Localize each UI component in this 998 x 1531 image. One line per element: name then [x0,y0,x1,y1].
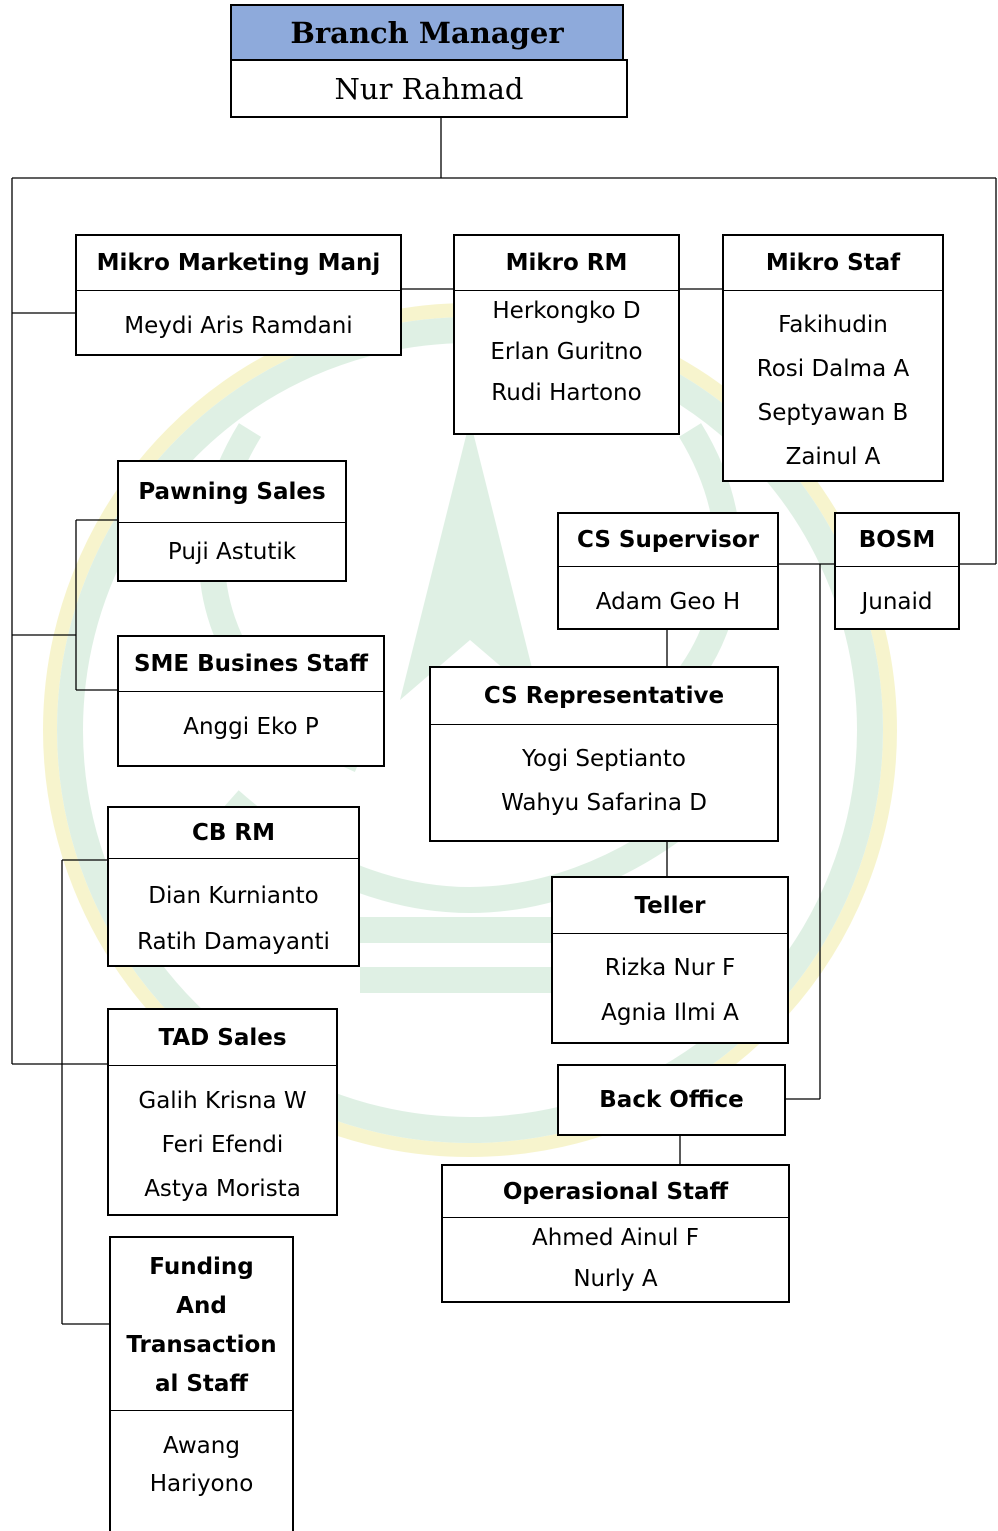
title-line: And [176,1293,227,1319]
mikro-marketing-title: Mikro Marketing Manj [77,236,400,291]
cs-representative-title: CS Representative [431,668,777,725]
member-name: Herkongko D [492,298,641,324]
mikro-staf-members: Fakihudin Rosi Dalma A Septyawan B Zainu… [724,291,942,480]
cs-supervisor-members: Adam Geo H [559,567,777,628]
sme-staff-members: Anggi Eko P [119,692,383,765]
back-office-title: Back Office [599,1087,744,1113]
cs-supervisor-box: CS Supervisor Adam Geo H [557,512,779,630]
member-name: Meydi Aris Ramdani [124,313,353,339]
bosm-box: BOSM Junaid [834,512,960,630]
operasional-staff-members: Ahmed Ainul F Nurly A [443,1218,788,1301]
funding-staff-box: Funding And Transaction al Staff Awang H… [109,1236,294,1531]
cs-representative-box: CS Representative Yogi Septianto Wahyu S… [429,666,779,842]
member-name: Erlan Guritno [490,339,643,365]
member-name: Ratih Damayanti [137,929,330,955]
member-name: Fakihudin [778,312,888,338]
branch-manager-name: Nur Rahmad [230,59,628,118]
member-name: Wahyu Safarina D [501,790,707,816]
title-line: Funding [149,1254,254,1280]
cs-representative-members: Yogi Septianto Wahyu Safarina D [431,725,777,840]
member-name: Yogi Septianto [522,746,686,772]
member-name: Puji Astutik [167,539,297,565]
tad-sales-members: Galih Krisna W Feri Efendi Astya Morista [109,1066,336,1214]
teller-title: Teller [553,878,787,934]
tad-sales-box: TAD Sales Galih Krisna W Feri Efendi Ast… [107,1008,338,1216]
member-name: Septyawan B [757,400,909,426]
member-name: Galih Krisna W [138,1088,307,1114]
member-name: Agnia Ilmi A [601,1000,739,1026]
member-name: Rudi Hartono [491,380,642,406]
member-name: Rosi Dalma A [756,356,910,382]
mikro-rm-box: Mikro RM Herkongko D Erlan Guritno Rudi … [453,234,680,435]
member-name: Anggi Eko P [183,714,319,740]
cb-rm-title: CB RM [109,808,358,859]
funding-staff-members: Awang Hariyono [111,1411,292,1531]
operasional-staff-title: Operasional Staff [443,1166,788,1218]
member-name: Junaid [861,589,933,615]
member-name: Awang [163,1433,240,1459]
member-name: Hariyono [149,1471,254,1497]
mikro-marketing-box: Mikro Marketing Manj Meydi Aris Ramdani [75,234,402,356]
mikro-staf-box: Mikro Staf Fakihudin Rosi Dalma A Septya… [722,234,944,482]
member-name: Astya Morista [144,1176,301,1202]
pawning-sales-box: Pawning Sales Puji Astutik [117,460,347,582]
teller-members: Rizka Nur F Agnia Ilmi A [553,934,787,1042]
teller-box: Teller Rizka Nur F Agnia Ilmi A [551,876,789,1044]
member-name: Ahmed Ainul F [532,1225,699,1251]
member-name: Nurly A [573,1266,658,1292]
mikro-rm-title: Mikro RM [455,236,678,291]
cb-rm-members: Dian Kurnianto Ratih Damayanti [109,859,358,965]
funding-staff-title: Funding And Transaction al Staff [111,1238,292,1411]
mikro-staf-title: Mikro Staf [724,236,942,291]
operasional-staff-box: Operasional Staff Ahmed Ainul F Nurly A [441,1164,790,1303]
member-name: Feri Efendi [161,1132,284,1158]
sme-staff-title: SME Busines Staff [119,637,383,692]
bosm-title: BOSM [836,514,958,567]
member-name: Zainul A [785,444,881,470]
title-line: Transaction [126,1332,277,1358]
cs-supervisor-title: CS Supervisor [559,514,777,567]
pawning-sales-members: Puji Astutik [119,523,345,580]
member-name: Adam Geo H [595,589,741,615]
back-office-box: Back Office [557,1064,786,1136]
mikro-rm-members: Herkongko D Erlan Guritno Rudi Hartono [455,291,678,433]
branch-manager-title: Branch Manager [230,4,624,61]
tad-sales-title: TAD Sales [109,1010,336,1066]
title-line: al Staff [154,1371,249,1397]
bosm-members: Junaid [836,567,958,628]
mikro-marketing-members: Meydi Aris Ramdani [77,291,400,354]
member-name: Rizka Nur F [604,955,736,981]
cb-rm-box: CB RM Dian Kurnianto Ratih Damayanti [107,806,360,967]
member-name: Dian Kurnianto [148,883,319,909]
sme-staff-box: SME Busines Staff Anggi Eko P [117,635,385,767]
pawning-sales-title: Pawning Sales [119,462,345,523]
